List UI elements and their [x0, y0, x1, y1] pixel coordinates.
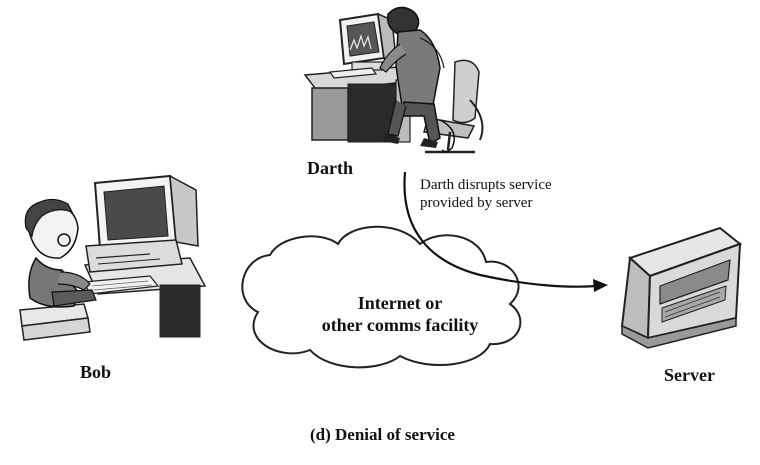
darth-illustration [303, 6, 484, 154]
annotation-line-1: Darth disrupts service [420, 177, 552, 193]
internet-cloud [241, 225, 522, 369]
disruption-arrow [403, 171, 608, 292]
cloud-label: Internet or other comms facility [300, 292, 500, 336]
annotation-line-2: provided by server [420, 195, 533, 211]
cloud-label-line-2: other comms facility [321, 315, 479, 335]
bob-label: Bob [80, 362, 112, 382]
server-illustration [620, 226, 743, 349]
server-label: Server [664, 365, 715, 385]
darth-label: Darth [307, 158, 353, 178]
figure-caption: (d) Denial of service [310, 425, 455, 444]
bob-illustration [19, 174, 207, 341]
cloud-label-line-1: Internet or [357, 293, 443, 313]
